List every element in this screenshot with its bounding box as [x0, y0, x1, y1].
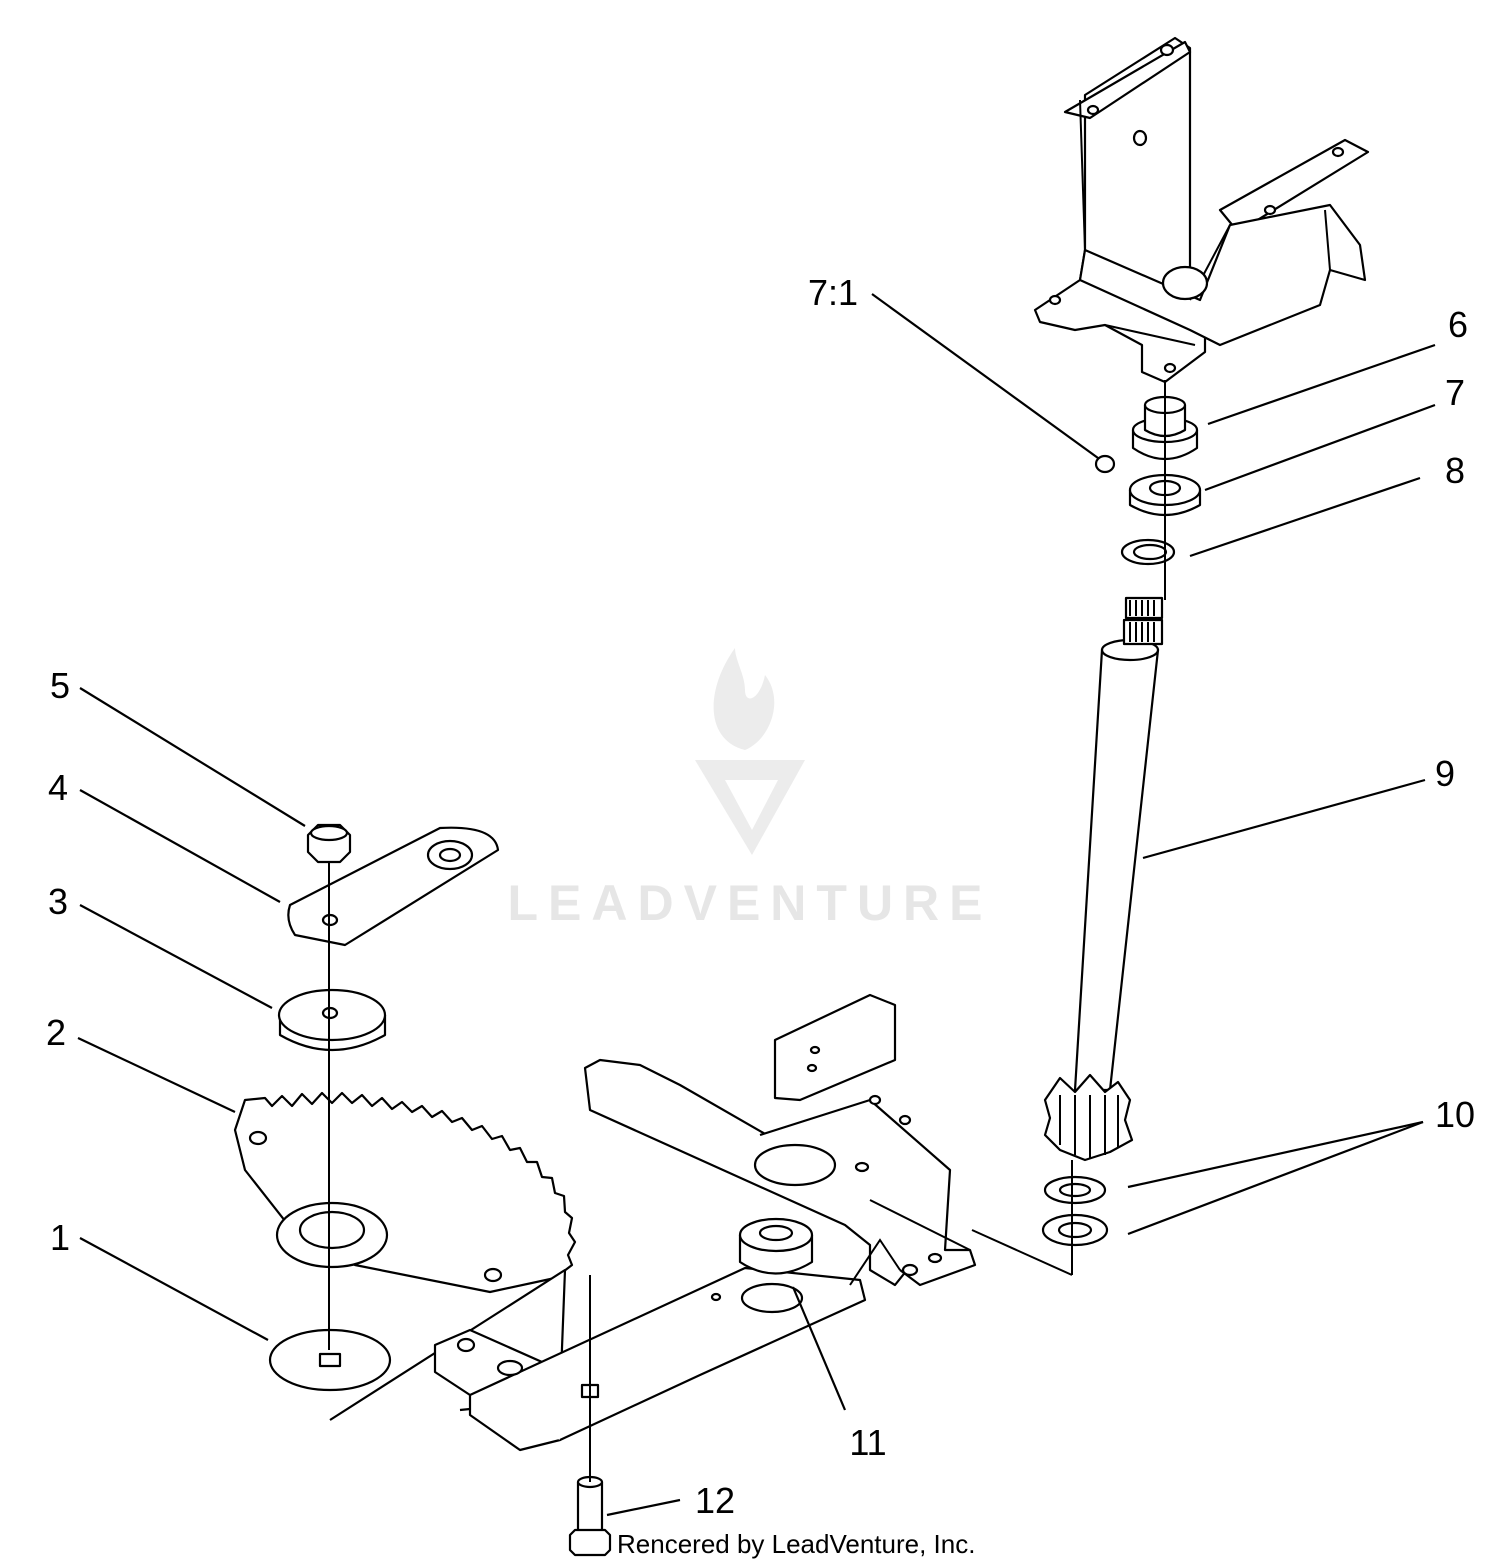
callout-8: 8 — [1445, 450, 1465, 491]
sector-gear — [233, 1091, 577, 1294]
v-logo-icon — [695, 760, 805, 855]
callout-1: 1 — [50, 1217, 70, 1258]
centerlines — [328, 380, 1166, 1482]
callout-7: 7 — [1445, 372, 1465, 413]
callout-5: 5 — [50, 665, 70, 706]
link-plate — [287, 826, 500, 947]
render-credit: Rencered by LeadVenture, Inc. — [617, 1529, 975, 1559]
spacer — [277, 988, 387, 1051]
frame-bushing — [738, 1217, 814, 1275]
callout-7-1: 7:1 — [808, 272, 858, 313]
leader-lines — [77, 293, 1436, 1517]
watermark-text: LEADVENTURE — [507, 875, 992, 931]
shoulder-bolt — [568, 1475, 612, 1557]
square-hole-washer — [268, 1328, 392, 1392]
callout-9: 9 — [1435, 753, 1455, 794]
callout-2: 2 — [46, 1012, 66, 1053]
washers — [1041, 1175, 1109, 1247]
set-screw — [1094, 454, 1116, 474]
flame-logo-icon — [713, 648, 775, 750]
leadventure-watermark: LEADVENTURE — [507, 648, 992, 931]
callout-11: 11 — [849, 1422, 886, 1463]
callout-4: 4 — [48, 767, 68, 808]
callout-6: 6 — [1448, 304, 1468, 345]
retaining-ring — [1120, 538, 1176, 566]
lower-steering-frame — [329, 993, 977, 1452]
callout-labels: 1 2 3 4 5 6 7 7:1 8 9 10 11 12 — [46, 272, 1475, 1521]
callout-12: 12 — [695, 1480, 735, 1521]
steering-shaft — [1043, 596, 1164, 1162]
callout-10: 10 — [1435, 1094, 1475, 1135]
upper-mounting-bracket — [1033, 36, 1370, 384]
callout-3: 3 — [48, 881, 68, 922]
bearing — [1128, 473, 1202, 516]
hex-nut — [306, 823, 352, 864]
